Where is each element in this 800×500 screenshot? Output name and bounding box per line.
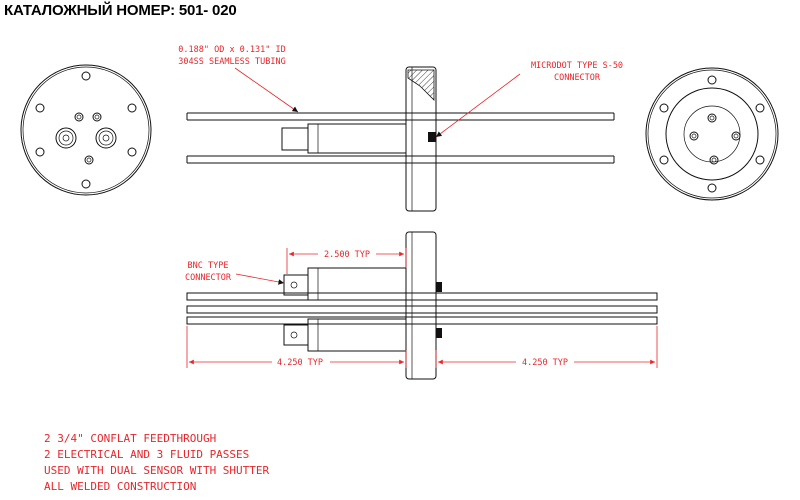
- tubing-label-line1: 0.188" OD x 0.131" ID: [178, 45, 285, 55]
- note-line: ALL WELDED CONSTRUCTION: [44, 480, 196, 493]
- tubing-label-line2: 304SS SEAMLESS TUBING: [178, 57, 285, 67]
- bnc-callout: BNC TYPE CONNECTOR: [185, 261, 285, 285]
- top-side-view: [186, 66, 615, 212]
- dimension-left-length: 4.250 TYP: [186, 326, 407, 368]
- left-end-view: [20, 64, 152, 196]
- note-line: USED WITH DUAL SENSOR WITH SHUTTER: [44, 464, 270, 477]
- right-end-view: [645, 67, 779, 201]
- bnc-label-line1: BNC TYPE: [188, 261, 229, 271]
- dimension-right-length: 4.250 TYP: [435, 326, 658, 368]
- microdot-label-line1: MICRODOT TYPE S-50: [531, 61, 623, 71]
- tubing-callout: 0.188" OD x 0.131" ID 304SS SEAMLESS TUB…: [178, 45, 299, 113]
- notes-block: 2 3/4" CONFLAT FEEDTHROUGH 2 ELECTRICAL …: [44, 432, 270, 493]
- bottom-side-view: [186, 231, 658, 380]
- catalog-number-title: КАТАЛОЖНЫЙ НОМЕР: 501- 020: [4, 2, 237, 19]
- dimension-left-label: 4.250 TYP: [277, 358, 323, 368]
- microdot-label-line2: CONNECTOR: [554, 73, 601, 83]
- microdot-callout: MICRODOT TYPE S-50 CONNECTOR: [435, 61, 623, 138]
- bnc-label-line2: CONNECTOR: [185, 273, 232, 283]
- dimension-connector-length: 2.500 TYP: [286, 248, 407, 274]
- note-line: 2 3/4" CONFLAT FEEDTHROUGH: [44, 432, 216, 445]
- dimension-connector-label: 2.500 TYP: [324, 250, 370, 260]
- note-line: 2 ELECTRICAL AND 3 FLUID PASSES: [44, 448, 249, 461]
- dimension-right-label: 4.250 TYP: [522, 358, 568, 368]
